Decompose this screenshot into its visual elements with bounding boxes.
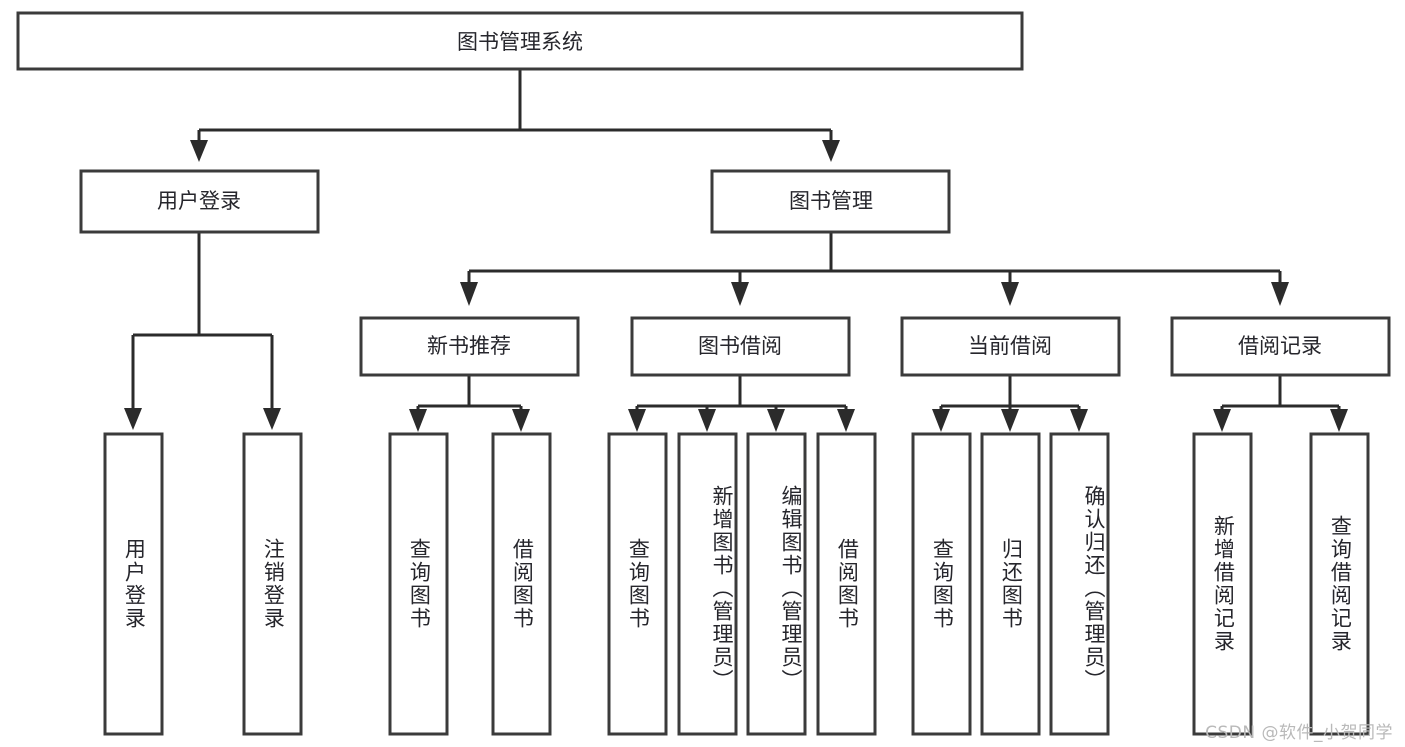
node-new-book-recommend[interactable]: 新书推荐: [359, 316, 580, 377]
node-leaf-query-record-box[interactable]: [1309, 432, 1370, 736]
node-leaf-return-book-box[interactable]: [980, 432, 1041, 736]
arrow-borrow-record: [1271, 282, 1289, 306]
arrow-leaf-borrow-book-2: [837, 409, 855, 432]
arrow-to-book-manage: [822, 140, 840, 162]
node-borrow-record-box[interactable]: [1170, 316, 1391, 377]
node-book-borrow[interactable]: 图书借阅: [630, 316, 851, 377]
node-user-login[interactable]: 用户登录: [79, 169, 320, 234]
node-leaf-confirm-return-box[interactable]: [1049, 432, 1110, 736]
arrow-book-borrow: [731, 282, 749, 306]
connectors-book-borrow-to-leaves: [628, 375, 855, 432]
arrow-leaf-query-book-2: [628, 409, 646, 432]
node-borrow-record-label: 借阅记录: [1238, 334, 1322, 358]
node-leaf-query-book-2-box[interactable]: [607, 432, 668, 736]
node-leaf-query-book-3-box[interactable]: [911, 432, 972, 736]
connectors-current-borrow-to-leaves: [932, 375, 1088, 432]
arrow-leaf-add-record: [1213, 409, 1231, 432]
node-leaf-edit-book-box[interactable]: [746, 432, 807, 736]
node-root[interactable]: 图书管理系统: [16, 11, 1024, 71]
arrow-to-user-login: [190, 140, 208, 162]
node-book-manage[interactable]: 图书管理: [710, 169, 951, 234]
node-leaf-add-book-box[interactable]: [677, 432, 738, 736]
node-book-manage-box[interactable]: [710, 169, 951, 234]
node-leaf-borrow-book-1-box[interactable]: [491, 432, 552, 736]
node-borrow-record[interactable]: 借阅记录: [1170, 316, 1391, 377]
csdn-watermark: CSDN @软件_小贺同学: [1205, 723, 1393, 743]
arrow-leaf-add-book: [698, 409, 716, 432]
connectors-new-book-to-leaves: [409, 375, 530, 432]
arrow-leaf-borrow-book-1: [512, 409, 530, 432]
node-root-box[interactable]: [16, 11, 1024, 71]
arrow-leaf-return-book: [1001, 409, 1019, 432]
arrow-leaf-user-login: [124, 408, 142, 430]
connectors-book-manage-to-level3: [460, 232, 1289, 306]
connectors-borrow-record-to-leaves: [1213, 375, 1348, 432]
node-new-book-recommend-box[interactable]: [359, 316, 580, 377]
connectors-root-to-level2: [190, 70, 840, 162]
node-current-borrow-box[interactable]: [900, 316, 1121, 377]
arrow-leaf-user-logout: [263, 408, 281, 430]
node-new-book-recommend-label: 新书推荐: [427, 334, 511, 358]
node-current-borrow[interactable]: 当前借阅: [900, 316, 1121, 377]
arrow-leaf-query-book-1: [409, 409, 427, 432]
node-leaf-user-logout-box[interactable]: [242, 432, 303, 736]
arrow-leaf-query-book-3: [932, 409, 950, 432]
node-leaf-user-login-box[interactable]: [103, 432, 164, 736]
node-user-login-box[interactable]: [79, 169, 320, 234]
node-book-manage-label: 图书管理: [789, 189, 873, 213]
node-leaf-borrow-book-2-box[interactable]: [816, 432, 877, 736]
node-book-borrow-label: 图书借阅: [698, 334, 782, 358]
connectors-user-login-to-leaves: [124, 232, 281, 430]
node-root-label: 图书管理系统: [457, 30, 583, 54]
node-book-borrow-box[interactable]: [630, 316, 851, 377]
arrow-new-book-recommend: [460, 282, 478, 306]
node-user-login-label: 用户登录: [157, 189, 241, 213]
arrow-leaf-query-record: [1330, 409, 1348, 432]
arrow-current-borrow: [1001, 282, 1019, 306]
arrow-leaf-edit-book: [767, 409, 785, 432]
node-leaf-query-book-1-box[interactable]: [388, 432, 449, 736]
node-leaf-add-record-box[interactable]: [1192, 432, 1253, 736]
arrow-leaf-confirm-return: [1070, 409, 1088, 432]
node-current-borrow-label: 当前借阅: [968, 334, 1052, 358]
